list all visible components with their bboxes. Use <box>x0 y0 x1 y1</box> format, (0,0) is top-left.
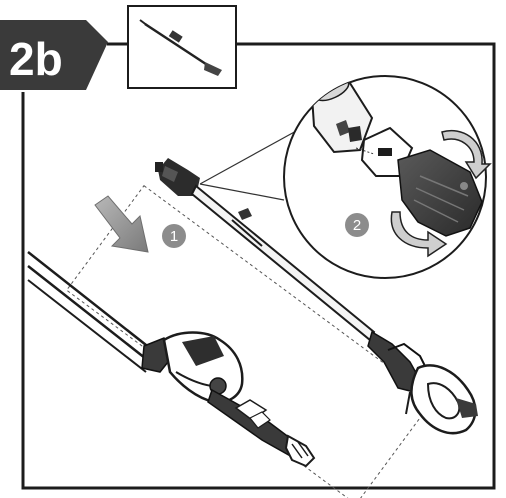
attachment-highlight-box <box>65 184 435 498</box>
extension-pole <box>155 158 478 435</box>
callout-2: 2 <box>345 213 369 237</box>
callout-2-number: 2 <box>353 217 361 234</box>
rotate-arrow-upper <box>441 129 492 180</box>
step-label: 2b <box>9 33 63 85</box>
power-head <box>27 251 316 468</box>
overview-thumbnail <box>127 5 237 89</box>
zoom-connector <box>199 129 299 201</box>
callout-1: 1 <box>162 224 186 248</box>
step-badge: 2b <box>0 20 108 90</box>
zoom-detail <box>283 75 492 279</box>
direction-arrow <box>94 195 149 253</box>
callout-1-number: 1 <box>170 228 178 245</box>
main-frame <box>21 42 496 490</box>
rotate-arrow-lower <box>390 211 448 258</box>
